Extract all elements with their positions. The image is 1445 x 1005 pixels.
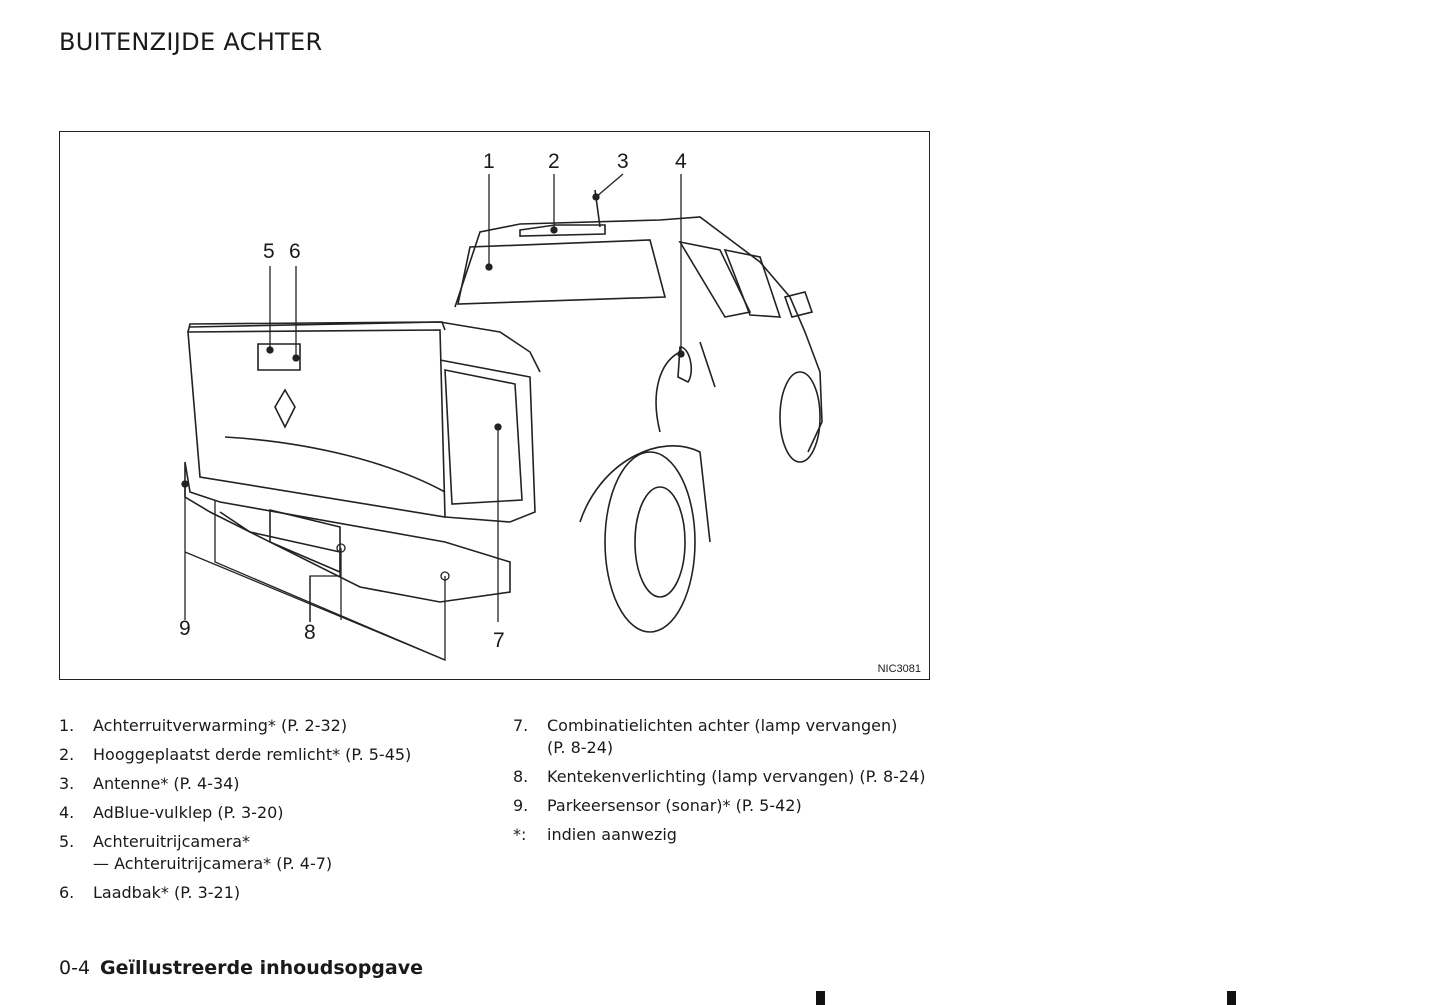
legend-item: 4. AdBlue-vulklep (P. 3-20) bbox=[59, 802, 479, 824]
callout-6: 6 bbox=[289, 240, 301, 263]
callout-5: 5 bbox=[263, 240, 275, 263]
item-number: 8. bbox=[513, 767, 529, 786]
section-title: Geïllustreerde inhoudsopgave bbox=[100, 957, 424, 979]
figure-code: NIC3081 bbox=[877, 663, 921, 675]
crop-mark bbox=[816, 991, 825, 1005]
item-number: 4. bbox=[59, 803, 75, 822]
legend-item: 5. Achteruitrijcamera* — Achteruitrijcamer… bbox=[59, 831, 479, 875]
callout-1: 1 bbox=[483, 150, 495, 173]
item-text: AdBlue-vulklep (P. 3-20) bbox=[93, 803, 284, 822]
legend-item: 6. Laadbak* (P. 3-21) bbox=[59, 882, 479, 904]
item-text: Parkeersensor (sonar)* (P. 5-42) bbox=[547, 796, 802, 815]
truck-drawing bbox=[181, 173, 823, 661]
legend-right: 7. Combinatielichten achter (lamp vervang… bbox=[513, 715, 943, 853]
item-text: Hooggeplaatst derde remlicht* (P. 5-45) bbox=[93, 745, 412, 764]
page-title: BUITENZIJDE ACHTER bbox=[59, 28, 323, 56]
callout-9: 9 bbox=[179, 617, 191, 640]
item-text: Kentekenverlichting (lamp vervangen) (P.… bbox=[547, 767, 926, 786]
legend-item: 9. Parkeersensor (sonar)* (P. 5-42) bbox=[513, 795, 943, 817]
legend-item: 1. Achterruitverwarming* (P. 2-32) bbox=[59, 715, 479, 737]
callout-4: 4 bbox=[675, 150, 687, 173]
callout-3: 3 bbox=[617, 150, 629, 173]
item-number: 5. bbox=[59, 832, 75, 851]
page-number: 0-4 bbox=[59, 957, 91, 979]
callout-8: 8 bbox=[304, 621, 316, 644]
item-number: 2. bbox=[59, 745, 75, 764]
item-text: Laadbak* (P. 3-21) bbox=[93, 883, 241, 902]
item-text: Achterruitverwarming* (P. 2-32) bbox=[93, 716, 348, 735]
item-number: 1. bbox=[59, 716, 75, 735]
item-text: Achteruitrijcamera* bbox=[93, 832, 251, 851]
legend-item: 8. Kentekenverlichting (lamp vervangen) (… bbox=[513, 766, 943, 788]
callout-2: 2 bbox=[548, 150, 560, 173]
item-number: 3. bbox=[59, 774, 75, 793]
callout-7: 7 bbox=[493, 629, 505, 652]
item-number: 7. bbox=[513, 716, 529, 735]
legend-left: 1. Achterruitverwarming* (P. 2-32) 2. Hoog… bbox=[59, 715, 479, 911]
legend-item: 3. Antenne* (P. 4-34) bbox=[59, 773, 479, 795]
item-text: Antenne* (P. 4-34) bbox=[93, 774, 240, 793]
item-number: 6. bbox=[59, 883, 75, 902]
item-text: Combinatielichten achter (lamp vervangen… bbox=[547, 716, 898, 735]
item-text: indien aanwezig bbox=[547, 825, 677, 844]
legend-item: 2. Hooggeplaatst derde remlicht* (P. 5-45… bbox=[59, 744, 479, 766]
item-subtext: (P. 8-24) bbox=[547, 738, 614, 757]
item-number: *: bbox=[513, 825, 527, 844]
page-footer: 0-4 Geïllustreerde inhoudsopgave bbox=[59, 957, 423, 979]
item-number: 9. bbox=[513, 796, 529, 815]
vehicle-rear-illustration: 1 2 3 4 5 6 7 8 9 NIC3081 bbox=[59, 131, 930, 680]
item-subtext: — Achteruitrijcamera* (P. 4-7) bbox=[93, 854, 333, 873]
crop-mark bbox=[1227, 991, 1236, 1005]
legend-item: 7. Combinatielichten achter (lamp vervang… bbox=[513, 715, 943, 759]
legend-item: *: indien aanwezig bbox=[513, 824, 943, 846]
